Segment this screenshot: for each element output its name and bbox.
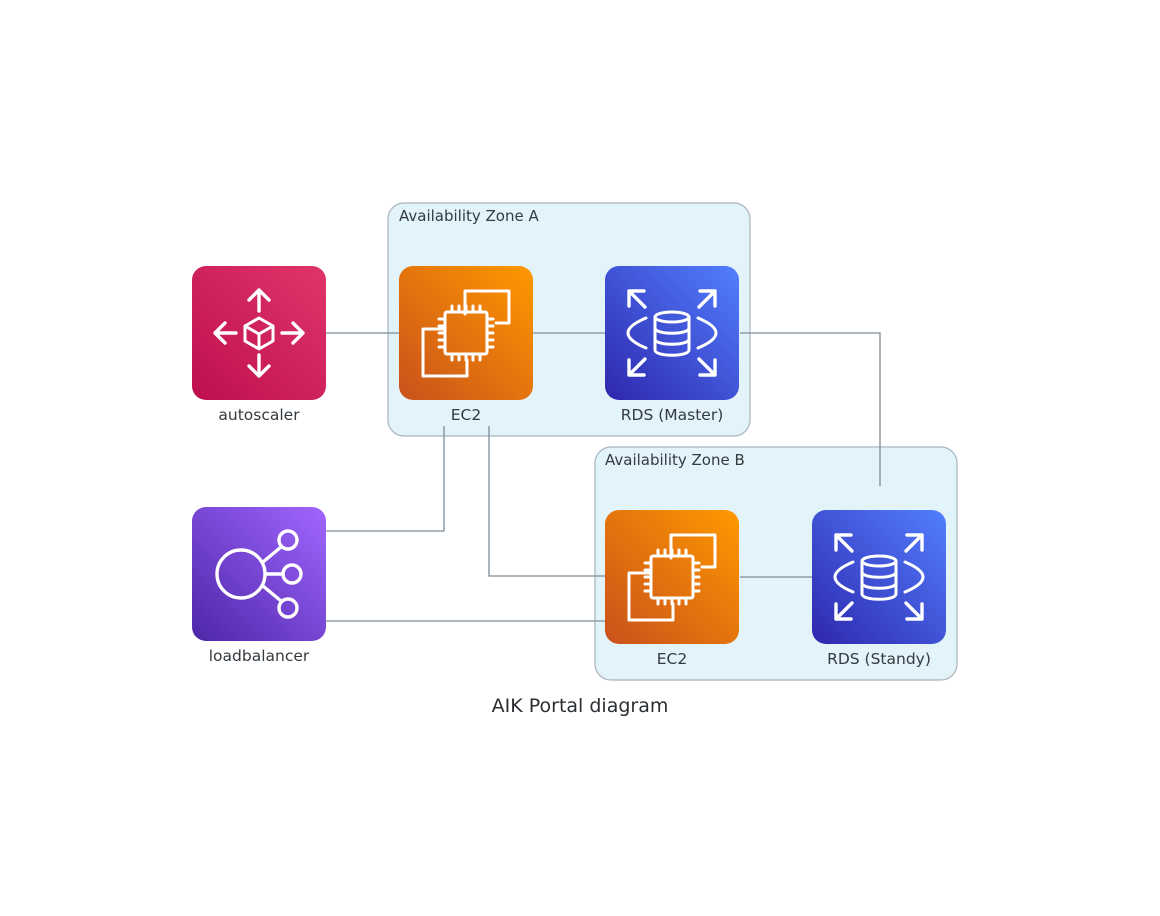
ec2-b-label: EC2 bbox=[657, 650, 687, 668]
diagram-caption: AIK Portal diagram bbox=[492, 695, 669, 717]
ec2-icon bbox=[627, 533, 717, 622]
rds-icon bbox=[626, 289, 718, 377]
rds-standby-label: RDS (Standy) bbox=[827, 650, 931, 668]
node-rds-master[interactable]: RDS (Master) bbox=[605, 266, 739, 424]
autoscaler-label: autoscaler bbox=[218, 406, 300, 424]
rds-master-label: RDS (Master) bbox=[621, 406, 724, 424]
autoscaling-icon bbox=[213, 288, 305, 378]
node-ec2-a[interactable]: EC2 bbox=[399, 266, 533, 424]
rds-icon bbox=[833, 533, 925, 621]
zone-a-label: Availability Zone A bbox=[399, 207, 539, 225]
edge-loadbalancer-ec2-a bbox=[326, 426, 445, 532]
edge-rds-master-rds-standby bbox=[740, 332, 881, 486]
ec2-b-tile bbox=[605, 510, 739, 644]
node-rds-standby[interactable]: RDS (Standy) bbox=[812, 510, 946, 668]
elastic-load-balancing-icon bbox=[215, 529, 303, 619]
node-loadbalancer[interactable]: loadbalancer bbox=[192, 507, 326, 665]
ec2-icon bbox=[421, 289, 511, 378]
ec2-a-label: EC2 bbox=[451, 406, 481, 424]
loadbalancer-label: loadbalancer bbox=[209, 647, 310, 665]
node-ec2-b[interactable]: EC2 bbox=[605, 510, 739, 668]
edges bbox=[326, 332, 881, 622]
zone-b-label: Availability Zone B bbox=[605, 451, 745, 469]
loadbalancer-tile bbox=[192, 507, 326, 641]
ec2-a-tile bbox=[399, 266, 533, 400]
node-autoscaler[interactable]: autoscaler bbox=[192, 266, 326, 424]
edge-ec2-a-ec2-b bbox=[488, 426, 605, 577]
